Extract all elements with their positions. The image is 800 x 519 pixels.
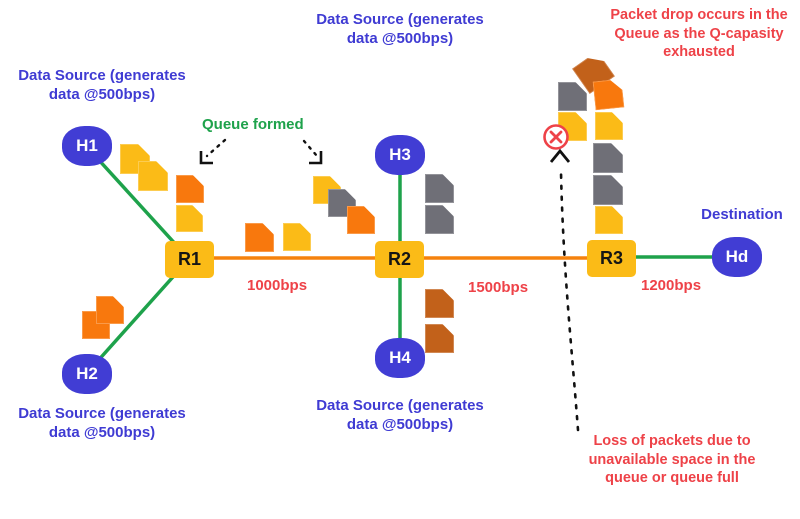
queue-arrow-right-icon [302, 139, 323, 165]
node-h2: H2 [62, 354, 112, 394]
packet-icon [176, 175, 204, 203]
packet-icon [558, 112, 587, 141]
node-h3: H3 [375, 135, 425, 175]
node-r3: R3 [587, 240, 636, 277]
packet-icon [425, 289, 454, 318]
data-source-label-h3: Data Source (generates data @500bps) [316, 11, 484, 47]
packet-icon [138, 161, 168, 191]
packet-icon [425, 205, 454, 234]
node-r2: R2 [375, 241, 424, 278]
node-h1: H1 [62, 126, 112, 166]
node-hd-label: Hd [725, 247, 749, 266]
bandwidth-label-r3-hd: 1200bps [641, 277, 702, 294]
packet-loss-note: Loss of packets due to unavailable space… [588, 433, 756, 486]
bandwidth-label-r2-r3: 1500bps [468, 279, 529, 296]
packet-icon [425, 324, 454, 353]
node-r1: R1 [165, 241, 214, 278]
data-source-label-h4: Data Source (generates data @500bps) [316, 397, 484, 433]
node-r1-label: R1 [177, 249, 201, 269]
packet-icon [558, 82, 587, 111]
packet-icon [96, 296, 124, 324]
destination-label: Destination [701, 206, 783, 223]
packet-icon [176, 205, 203, 232]
packet-icon [595, 112, 623, 140]
packet-icon [593, 79, 625, 111]
node-h3-label: H3 [389, 145, 411, 164]
data-source-label-h1: Data Source (generates data @500bps) [18, 67, 186, 103]
node-h4-label: H4 [389, 348, 411, 367]
packet-icon [595, 206, 623, 234]
queue-arrow-left-icon [199, 138, 227, 165]
packet-icon [245, 223, 274, 252]
data-source-label-h2: Data Source (generates data @500bps) [18, 405, 186, 441]
packet-icon [593, 175, 623, 205]
node-r2-label: R2 [387, 249, 411, 269]
packet-drop-note: Packet drop occurs in the Queue as the Q… [610, 7, 788, 60]
loss-arrow-icon [549, 148, 580, 432]
node-hd: Hd [712, 237, 762, 277]
packet-icon [593, 143, 623, 173]
packet-icon [283, 223, 311, 251]
packet-icon [425, 174, 454, 203]
packet-icon [347, 206, 375, 234]
queue-formed-label: Queue formed [202, 116, 304, 133]
node-h4: H4 [375, 338, 425, 378]
bandwidth-label-r1-r2: 1000bps [247, 277, 308, 294]
node-h2-label: H2 [76, 364, 98, 383]
node-h1-label: H1 [76, 136, 98, 155]
node-r3-label: R3 [599, 248, 623, 268]
